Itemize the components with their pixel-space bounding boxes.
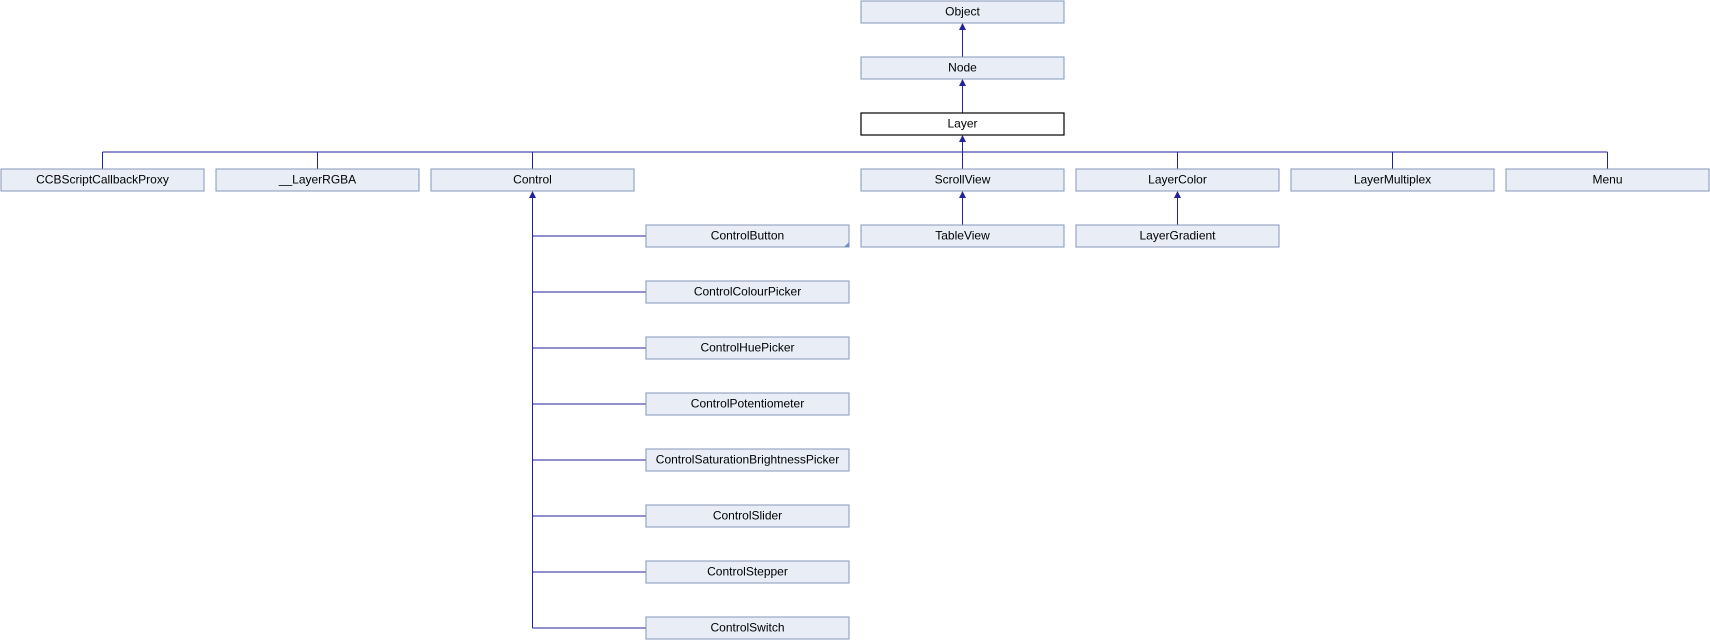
inheritance-edges <box>102 23 1608 629</box>
node-layerrgba[interactable]: __LayerRGBA <box>215 168 420 192</box>
inheritance-arrow-icon <box>959 79 966 86</box>
node-controlsaturationbrightnesspicker[interactable]: ControlSaturationBrightnessPicker <box>645 448 850 472</box>
node-scrollview[interactable]: ScrollView <box>860 168 1065 192</box>
node-label: ControlColourPicker <box>694 285 801 299</box>
node-layer[interactable]: Layer <box>860 112 1065 136</box>
node-controlpotentiometer[interactable]: ControlPotentiometer <box>645 392 850 416</box>
node-label: TableView <box>935 229 990 243</box>
node-controlslider[interactable]: ControlSlider <box>645 504 850 528</box>
inheritance-arrow-icon <box>959 191 966 198</box>
node-label: Node <box>948 61 977 75</box>
node-label: ControlPotentiometer <box>691 397 804 411</box>
node-tableview[interactable]: TableView <box>860 224 1065 248</box>
inheritance-arrow-icon <box>1174 191 1181 198</box>
node-label: Menu <box>1592 173 1622 187</box>
node-layergradient[interactable]: LayerGradient <box>1075 224 1280 248</box>
inheritance-arrow-icon <box>959 135 966 142</box>
node-controlswitch[interactable]: ControlSwitch <box>645 616 850 640</box>
node-controlbutton[interactable]: ControlButton <box>645 224 850 248</box>
node-menu[interactable]: Menu <box>1505 168 1710 192</box>
more-indicator-icon <box>844 242 849 247</box>
node-label: ControlSlider <box>713 509 782 523</box>
node-object[interactable]: Object <box>860 0 1065 24</box>
node-label: ControlButton <box>711 229 784 243</box>
inheritance-arrow-icon <box>529 191 536 198</box>
inheritance-arrow-icon <box>959 23 966 30</box>
node-control[interactable]: Control <box>430 168 635 192</box>
node-label: Object <box>945 5 980 19</box>
node-controlhuepicker[interactable]: ControlHuePicker <box>645 336 850 360</box>
node-label: LayerMultiplex <box>1354 173 1431 187</box>
node-label: __LayerRGBA <box>278 173 356 187</box>
node-label: ControlSwitch <box>710 621 784 635</box>
node-controlstepper[interactable]: ControlStepper <box>645 560 850 584</box>
node-node[interactable]: Node <box>860 56 1065 80</box>
node-label: LayerColor <box>1148 173 1207 187</box>
node-label: Layer <box>947 117 977 131</box>
node-ccbscriptcallbackproxy[interactable]: CCBScriptCallbackProxy <box>0 168 205 192</box>
node-label: LayerGradient <box>1139 229 1216 243</box>
node-label: ControlHuePicker <box>700 341 794 355</box>
node-label: ControlStepper <box>707 565 788 579</box>
node-label: ScrollView <box>935 173 991 187</box>
node-layercolor[interactable]: LayerColor <box>1075 168 1280 192</box>
node-label: Control <box>513 173 552 187</box>
node-layermultiplex[interactable]: LayerMultiplex <box>1290 168 1495 192</box>
node-controlcolourpicker[interactable]: ControlColourPicker <box>645 280 850 304</box>
node-label: CCBScriptCallbackProxy <box>36 173 169 187</box>
node-label: ControlSaturationBrightnessPicker <box>656 453 839 467</box>
